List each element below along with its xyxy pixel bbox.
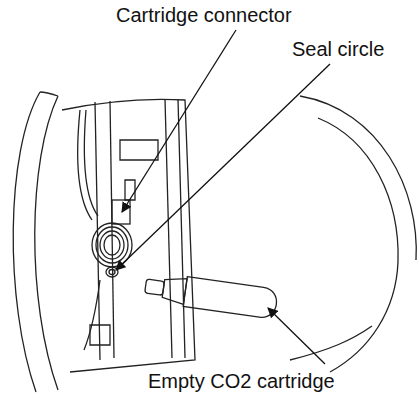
part-label: Cartridge connector	[116, 4, 292, 26]
part-label: Seal circle	[292, 38, 384, 60]
part-label: Empty CO2 cartridge	[148, 370, 335, 392]
